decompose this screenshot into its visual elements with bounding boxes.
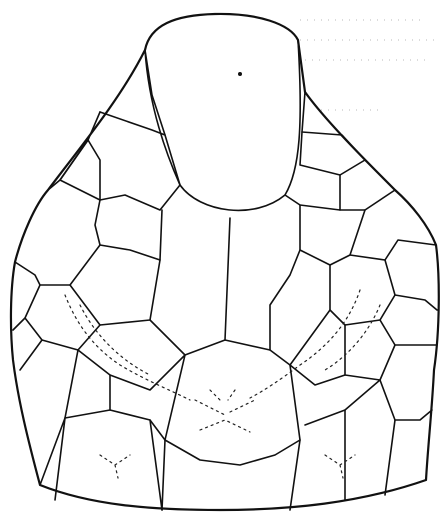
calyx-outline xyxy=(11,14,439,510)
anal-sac-dot xyxy=(238,72,242,76)
